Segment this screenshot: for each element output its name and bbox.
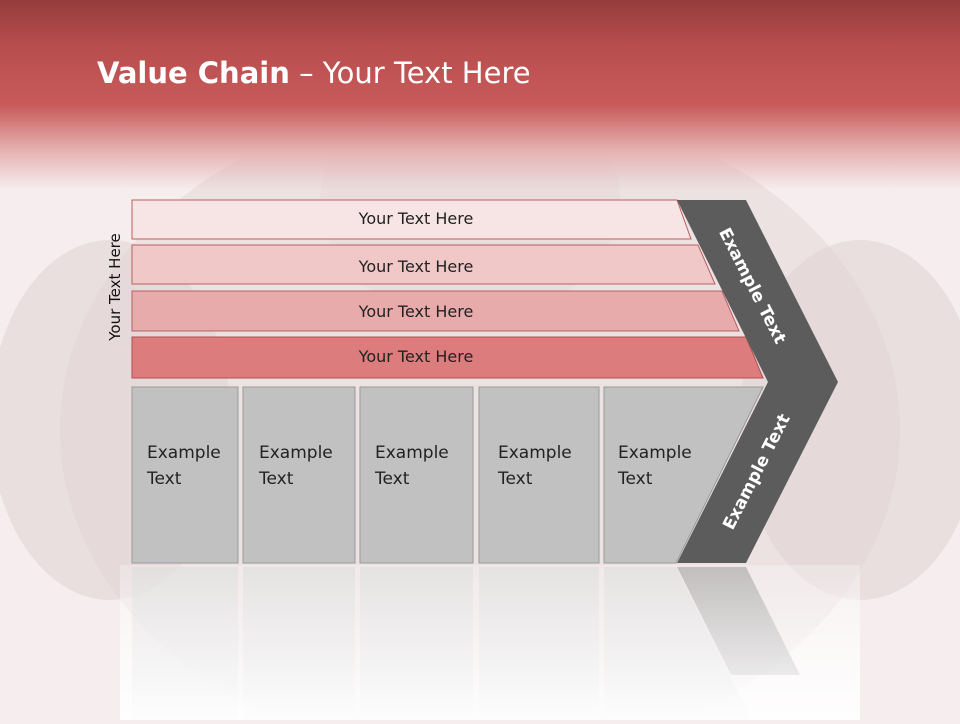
activity-box-1-shape bbox=[131, 386, 239, 564]
activity-box-1-line1: Example bbox=[147, 443, 221, 463]
activity-box-1-line2: Text bbox=[146, 469, 182, 489]
header-band bbox=[0, 0, 960, 190]
title-rest: – Your Text Here bbox=[289, 56, 531, 90]
band-3[interactable]: Your Text Here bbox=[131, 290, 740, 332]
margin-chevron-shape bbox=[677, 200, 838, 563]
activity-box-3-line2: Text bbox=[374, 469, 410, 489]
title-bold: Value Chain bbox=[97, 56, 290, 90]
reflection-fade bbox=[120, 565, 860, 720]
activity-box-5[interactable]: Example Text bbox=[603, 386, 764, 564]
band-2-shape bbox=[131, 244, 716, 285]
activity-box-2-shape bbox=[242, 386, 356, 564]
activity-box-5-line2: Text bbox=[617, 469, 653, 489]
band-1-shape bbox=[131, 199, 692, 240]
activity-box-3-shape bbox=[359, 386, 474, 564]
band-1-label: Your Text Here bbox=[358, 209, 474, 228]
activity-box-2-line1: Example bbox=[259, 443, 333, 463]
activity-box-3[interactable]: Example Text bbox=[359, 386, 474, 564]
activity-box-1[interactable]: Example Text bbox=[131, 386, 239, 564]
band-4[interactable]: Your Text Here bbox=[131, 336, 764, 379]
activity-box-5-line1: Example bbox=[618, 443, 692, 463]
band-3-label: Your Text Here bbox=[358, 302, 474, 321]
activity-box-4-line2: Text bbox=[497, 469, 533, 489]
activity-box-4[interactable]: Example Text bbox=[478, 386, 600, 564]
activity-box-2-line2: Text bbox=[258, 469, 294, 489]
activity-box-4-shape bbox=[478, 386, 600, 564]
band-4-label: Your Text Here bbox=[358, 347, 474, 366]
band-3-shape bbox=[131, 290, 740, 332]
activity-box-3-line1: Example bbox=[375, 443, 449, 463]
activity-box-2[interactable]: Example Text bbox=[242, 386, 356, 564]
band-1[interactable]: Your Text Here bbox=[131, 199, 692, 240]
band-2[interactable]: Your Text Here bbox=[131, 244, 716, 285]
activity-box-5-shape bbox=[603, 386, 764, 564]
band-4-shape bbox=[131, 336, 764, 379]
band-2-label: Your Text Here bbox=[358, 257, 474, 276]
slide-title: Value Chain – Your Text Here bbox=[97, 56, 531, 90]
activity-box-4-line1: Example bbox=[498, 443, 572, 463]
